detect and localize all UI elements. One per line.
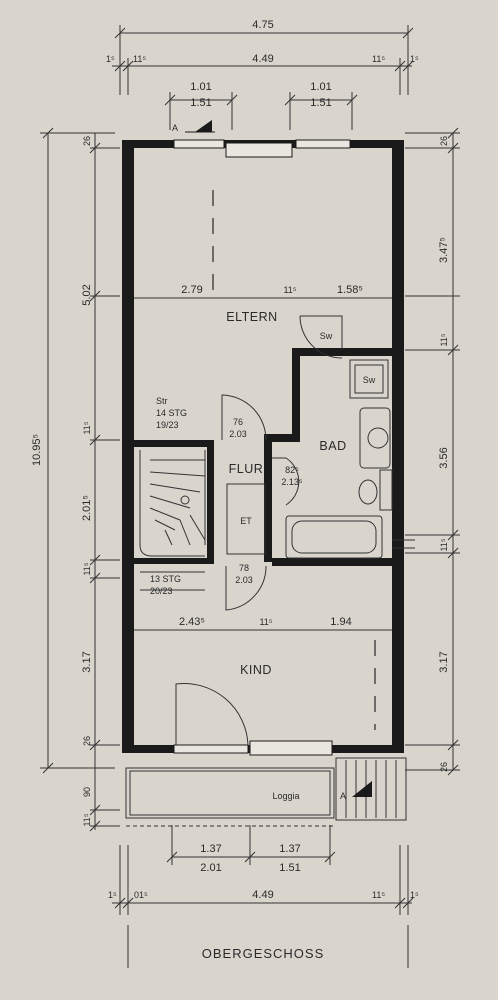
dim-left-eltern: 5.02 [81, 284, 93, 305]
dim-right-bottom-wall: 26 [439, 762, 449, 772]
dim-eltern-right: 1.58⁵ [337, 284, 363, 296]
dim-door3-width: 78 [239, 563, 249, 573]
dim-bottom-right-small: 11⁵ [372, 890, 385, 900]
dim-right-kind: 3.17 [438, 651, 450, 672]
dim-top-right-small: 11⁵ [372, 54, 385, 64]
dim-bottom-door1: 1.37 [200, 843, 221, 855]
walls [122, 140, 404, 753]
dim-left-wall2: 11⁵ [82, 562, 92, 575]
dim-top-right-tiny: 1⁵ [410, 54, 419, 64]
label-et: ET [240, 516, 252, 526]
kind-room [134, 629, 392, 746]
dim-window2-inner: 1.51 [310, 97, 331, 109]
dim-bottom-door1-total: 2.01 [200, 862, 221, 874]
dim-left-stair: 2.01⁵ [81, 495, 93, 521]
dim-left-top-wall: 26 [82, 136, 92, 146]
section-label-bottom: A [340, 791, 346, 801]
dim-door1-height: 2.03 [229, 429, 247, 439]
stair-up-label: Str [156, 396, 168, 406]
plan-title: OBERGESCHOSS [202, 946, 325, 961]
dim-left-kind: 3.17 [81, 651, 93, 672]
staircase [139, 450, 206, 591]
dim-door1-width: 76 [233, 417, 243, 427]
left-dimensions [40, 127, 120, 832]
eltern-room [134, 190, 392, 359]
right-dimensions [405, 127, 460, 776]
dim-bottom-inner: 4.49 [252, 889, 273, 901]
loggia [125, 757, 407, 827]
dim-left-loggia-wall: 11⁵ [82, 813, 92, 826]
bad-room [285, 359, 415, 559]
stair-up-steps: 14 STG [156, 408, 187, 418]
dim-door2-height: 2.13⁵ [281, 477, 303, 487]
dim-right-wall1: 11⁵ [439, 333, 449, 346]
room-label-loggia: Loggia [272, 791, 299, 801]
dim-window1-outer: 1.01 [190, 81, 211, 93]
dim-top-left-small: 11⁵ [133, 54, 146, 64]
section-marker-top-icon [185, 120, 215, 133]
dim-eltern-left: 2.79 [181, 284, 202, 296]
stair-down-steps: 13 STG [150, 574, 181, 584]
dim-kind-mid: 11⁵ [259, 617, 272, 627]
et-cabinet [226, 483, 266, 555]
label-sw-bad: Sw [363, 375, 376, 385]
bottom-windows [173, 740, 333, 756]
dim-kind-left: 2.43⁵ [179, 616, 205, 628]
dim-bottom-door2-total: 1.51 [279, 862, 300, 874]
dim-bottom-right-tiny: 1⁵ [410, 890, 419, 900]
dim-left-wall1: 11⁵ [82, 421, 92, 434]
dim-kind-right: 1.94 [330, 616, 351, 628]
flur-doors [221, 394, 300, 611]
top-windows [173, 139, 351, 158]
dim-top-left-tiny: 1⁵ [106, 54, 115, 64]
dim-window1-inner: 1.51 [190, 97, 211, 109]
section-marker-bottom-icon [352, 781, 372, 797]
dim-eltern-mid: 11⁵ [283, 285, 296, 295]
dim-bottom-left-small: 01⁵ [134, 890, 148, 900]
room-label-bad: BAD [319, 439, 346, 453]
room-label-kind: KIND [240, 663, 272, 677]
dim-window2-outer: 1.01 [310, 81, 331, 93]
top-dimensions [112, 25, 414, 130]
dim-inner-width: 4.49 [252, 53, 273, 65]
dim-right-top-wall: 26 [439, 136, 449, 146]
dim-total-depth: 10.95⁵ [31, 434, 43, 466]
dim-left-bottom-wall: 26 [82, 736, 92, 746]
section-label-top: A [172, 123, 178, 133]
room-label-flur: FLUR [229, 462, 264, 476]
stair-up-ratio: 19/23 [156, 420, 179, 430]
bottom-dimensions [112, 825, 414, 968]
dim-bottom-door2: 1.37 [279, 843, 300, 855]
dim-right-bad: 3.56 [438, 447, 450, 468]
dim-left-loggia: 90 [82, 787, 92, 797]
label-sw-eltern: Sw [320, 331, 333, 341]
stair-down-ratio: 20/23 [150, 586, 173, 596]
dim-bottom-left-tiny: 1⁵ [108, 890, 117, 900]
dim-door2-width: 82⁵ [285, 465, 299, 475]
dim-door3-height: 2.03 [235, 575, 253, 585]
dim-total-width: 4.75 [252, 19, 273, 31]
dim-right-wall2: 11⁵ [439, 538, 449, 551]
room-label-eltern: ELTERN [226, 310, 277, 324]
dim-right-eltern: 3.47⁵ [438, 237, 450, 263]
